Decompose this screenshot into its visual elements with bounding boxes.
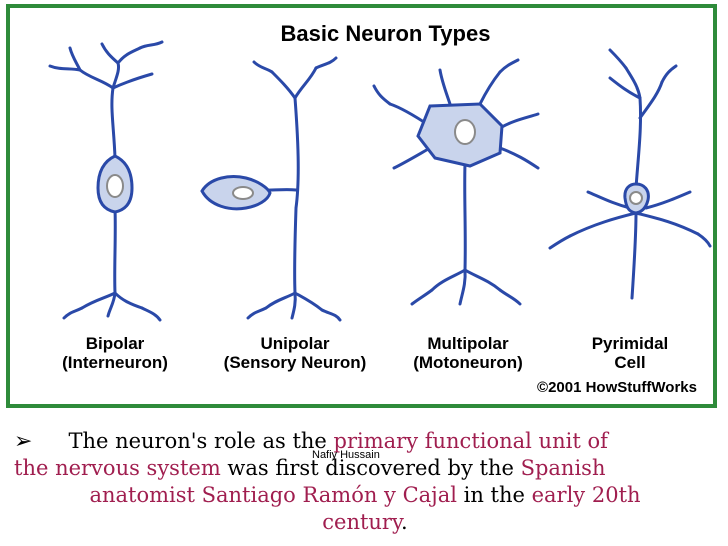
bullet-paragraph: ➢ The neuron's role as the primary functi…: [14, 428, 716, 536]
caption-line: (Sensory Neuron): [223, 353, 367, 372]
slide-author: Nafiy Hussain: [312, 449, 380, 461]
caption-multipolar: Multipolar (Motoneuron): [393, 334, 543, 372]
caption-unipolar: Unipolar (Sensory Neuron): [200, 334, 390, 372]
caption-line: Cell: [614, 353, 646, 372]
caption-line: Pyrimidal: [591, 334, 669, 353]
caption-bipolar: Bipolar (Interneuron): [45, 334, 185, 372]
neuron-figure: Basic Neuron Types Bipolar (Interneuron)…: [6, 4, 717, 408]
highlight-text: anatomist Santiago Ramón y Cajal: [89, 483, 457, 507]
highlight-text: century: [322, 510, 402, 534]
bipolar-neuron-drawing: [48, 40, 164, 322]
caption-pyramidal: Pyrimidal Cell: [570, 334, 690, 372]
caption-line: (Motoneuron): [413, 353, 523, 372]
caption-line: Bipolar: [85, 334, 145, 353]
highlight-text: Spanish: [520, 456, 606, 480]
pyramidal-neuron-drawing: [548, 48, 712, 300]
arrow-bullet-icon: ➢: [14, 429, 33, 454]
body-text-segment: The neuron's role as the: [68, 429, 334, 453]
copyright-notice: ©2001 HowStuffWorks: [537, 379, 697, 396]
caption-line: Unipolar: [260, 334, 330, 353]
body-text-segment: in the: [456, 483, 532, 507]
neuron-illustration: [48, 40, 712, 322]
caption-line: (Interneuron): [62, 353, 168, 372]
highlight-text: primary functional unit of: [333, 429, 608, 453]
unipolar-neuron-drawing: [246, 56, 342, 322]
highlight-text: early 20th: [531, 483, 641, 507]
body-text-segment: .: [401, 510, 408, 534]
highlight-text: the nervous system: [14, 456, 221, 480]
figure-title: Basic Neuron Types: [280, 21, 491, 46]
caption-line: Multipolar: [427, 334, 509, 353]
body-text-segment: was first discovered by the: [220, 456, 521, 480]
multipolar-neuron-drawing: [372, 58, 540, 306]
